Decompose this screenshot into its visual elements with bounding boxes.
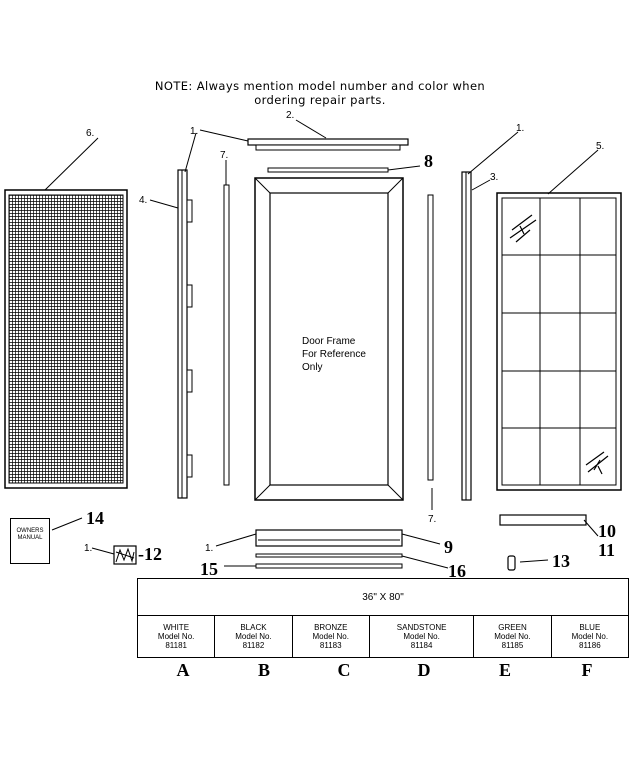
model-color: GREEN (498, 623, 527, 632)
door-frame (254, 177, 404, 501)
screen-panel (4, 189, 128, 489)
model-letter-a: A (176, 660, 190, 680)
strip-15 (255, 563, 403, 569)
bottom-sweep-10 (499, 514, 587, 526)
callout-1-top-right: 1. (516, 123, 525, 134)
model-color: BLUE (579, 623, 601, 632)
model-color: BRONZE (314, 623, 348, 632)
lock-hardware (113, 545, 137, 565)
owners-manual-line-2: MANUAL (17, 535, 43, 541)
model-letter-f: F (581, 660, 593, 680)
model-letter-d: D (417, 660, 431, 680)
leader-lines (44, 119, 599, 569)
callout-11: 11 (598, 540, 616, 560)
model-label: Model No. (157, 632, 195, 641)
weatherstrip-right (427, 194, 434, 481)
model-color: WHITE (163, 623, 190, 632)
sweep-strip-8 (267, 167, 389, 173)
bottom-rail (255, 529, 403, 547)
model-color: SANDSTONE (396, 623, 447, 632)
callout-7-left: 7. (220, 150, 229, 161)
door-frame-note-line-2: For Reference (302, 349, 366, 360)
model-number: 81182 (242, 641, 265, 650)
model-color: BLACK (240, 623, 267, 632)
model-label: Model No. (494, 632, 531, 641)
model-number: 81185 (501, 641, 524, 650)
latch-rail (461, 171, 472, 501)
model-label: Model No. (571, 632, 609, 641)
weatherstrip-left (223, 184, 230, 486)
callout-1-top-left: 1. (190, 126, 199, 137)
owners-manual-line-1: OWNERS (16, 528, 44, 534)
top-rail (247, 138, 409, 151)
note-line-2: ordering repair parts. (254, 93, 386, 107)
hinge-rail (177, 169, 193, 499)
callout-8: 8 (424, 151, 433, 171)
callout-6: 6. (86, 128, 95, 139)
model-number: 81181 (165, 641, 187, 650)
model-number: 81184 (410, 641, 433, 650)
callout-12: -12 (138, 544, 162, 564)
model-letter-b: B (257, 660, 270, 680)
door-size: 36" X 80" (137, 578, 629, 616)
glass-panel (496, 192, 622, 491)
door-frame-note-line-1: Door Frame (302, 336, 356, 347)
callout-14: 14 (86, 508, 104, 528)
door-frame-note-line-3: Only (302, 362, 323, 373)
callout-1-lock: 1. (84, 543, 93, 554)
callout-15: 15 (200, 559, 218, 579)
callout-16: 16 (448, 561, 466, 581)
model-number: 81186 (579, 641, 601, 650)
model-number: 81183 (319, 641, 342, 650)
callout-5: 5. (596, 141, 605, 152)
model-letter-e: E (498, 660, 511, 680)
model-label: Model No. (312, 632, 349, 641)
strip-16 (255, 553, 403, 558)
model-label: Model No. (235, 632, 272, 641)
door-frame-note: Door Frame For Reference Only (302, 335, 366, 374)
callout-7-right: 7. (428, 514, 437, 525)
model-letter-c: C (337, 660, 351, 680)
callout-10: 10 (598, 521, 616, 541)
callout-3: 3. (490, 172, 499, 183)
callout-2: 2. (286, 110, 295, 121)
plug-13 (507, 555, 516, 571)
glass-reflection-icon (509, 214, 609, 475)
callout-9: 9 (444, 537, 453, 557)
note-line-1: NOTE: Always mention model number and co… (154, 79, 486, 93)
callout-4: 4. (139, 195, 148, 206)
owners-manual: OWNERS MANUAL (10, 518, 50, 564)
callout-1-bottom: 1. (205, 543, 214, 554)
callout-13: 13 (552, 551, 570, 571)
model-label: Model No. (403, 632, 440, 641)
